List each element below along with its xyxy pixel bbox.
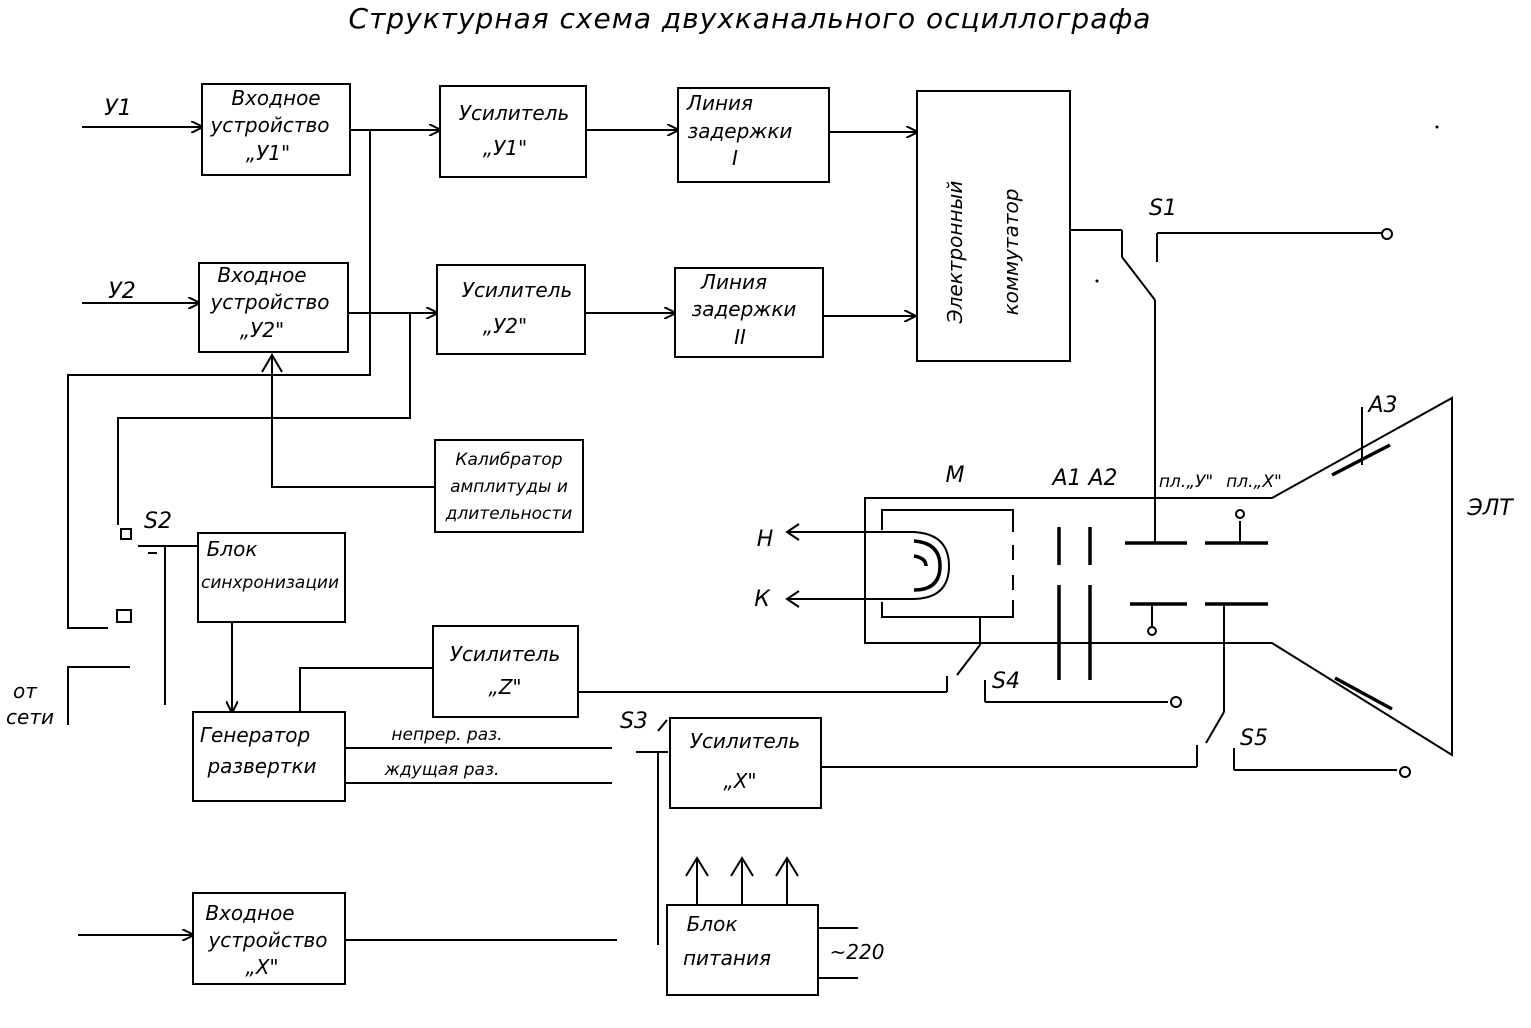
block-delay-2-line-2: задержки — [692, 297, 797, 321]
block-input-x: Входное устройство „Х" — [192, 892, 346, 985]
block-sync-line-2: синхронизации — [201, 573, 339, 593]
label-a3: А3 — [1366, 393, 1397, 418]
block-sync-line-1: Блок — [207, 537, 258, 561]
block-input-y2: Входное устройство „У2" — [198, 262, 349, 353]
block-sync: Блок синхронизации — [197, 532, 346, 623]
label-cathode-k: К — [754, 587, 771, 612]
block-input-x-line-2: устройство — [207, 928, 327, 952]
block-calibrator-line-2: амплитуды и — [450, 477, 568, 497]
block-calibrator-line-1: Калибратор — [455, 450, 562, 470]
block-input-y2-line-2: устройство — [209, 290, 329, 314]
label-plates-y: пл.„У" — [1159, 472, 1213, 492]
block-amp-z-line-2: „Z" — [488, 675, 521, 699]
label-waiting-sweep: ждущая раз. — [384, 760, 500, 780]
block-input-y1-line-1: Входное — [231, 86, 320, 110]
block-switch-line-1: Электронный — [943, 181, 967, 325]
label-a1-a2: А1 А2 — [1050, 466, 1117, 491]
block-input-y1: Входное устройство „У1" — [201, 83, 351, 176]
label-220v: ~220 — [830, 940, 885, 964]
block-delay-1-line-1: Линия — [686, 91, 753, 115]
block-delay-1-line-2: задержки — [688, 119, 793, 143]
block-sweep-line-2: развертки — [206, 754, 316, 778]
block-amp-x-line-2: „Х" — [723, 769, 756, 793]
connections — [67, 127, 1393, 979]
block-delay-2-line-1: Линия — [700, 270, 767, 294]
block-amp-y2: Усилитель „У2" — [436, 264, 586, 355]
block-power-supply: Блок питания — [666, 904, 819, 996]
block-power-line-2: питания — [683, 946, 771, 970]
label-from-mains-1: от — [13, 679, 38, 703]
stray-dot — [1435, 125, 1439, 129]
block-amp-x-line-1: Усилитель — [690, 729, 801, 753]
block-power-line-1: Блок — [687, 912, 738, 936]
diagram-labels: У1 У2 S1 S2 S3 S4 S5 А3 ЭЛТ М А1 А2 пл.„… — [6, 96, 1514, 964]
block-input-y2-line-1: Входное — [217, 263, 306, 287]
label-y1: У1 — [104, 96, 131, 121]
label-continuous-sweep: непрер. раз. — [391, 725, 502, 745]
block-input-y2-line-3: „У2" — [240, 318, 284, 342]
block-calibrator-line-3: длительности — [445, 504, 573, 524]
block-amp-y2-line-1: Усилитель — [462, 278, 573, 302]
label-s5: S5 — [1240, 726, 1268, 751]
block-input-x-line-3: „Х" — [245, 955, 278, 979]
label-s2: S2 — [144, 509, 172, 534]
block-delay-2: Линия задержки II — [674, 267, 824, 358]
block-amp-z-line-1: Усилитель — [450, 642, 561, 666]
label-from-mains-2: сети — [6, 705, 54, 729]
block-switch-line-2: коммутатор — [999, 189, 1023, 316]
block-delay-1-line-3: I — [732, 146, 738, 170]
label-s4: S4 — [992, 669, 1020, 694]
block-sweep-generator: Генератор развертки — [192, 711, 346, 802]
block-electronic-switch: Электронный коммутатор — [916, 90, 1071, 362]
label-m: М — [946, 463, 965, 488]
block-amp-y1-line-2: „У1" — [483, 136, 527, 160]
block-calibrator: Калибратор амплитуды и длительности — [434, 439, 584, 533]
block-input-y1-line-3: „У1" — [246, 141, 290, 165]
label-s1: S1 — [1149, 196, 1177, 221]
block-amp-y1-line-1: Усилитель — [459, 101, 570, 125]
label-s3: S3 — [620, 709, 648, 734]
block-amp-y1: Усилитель „У1" — [439, 85, 587, 178]
block-amp-x: Усилитель „Х" — [669, 717, 822, 809]
block-input-y1-line-2: устройство — [209, 113, 329, 137]
block-amp-y2-line-2: „У2" — [483, 314, 527, 338]
label-plates-x: пл.„Х" — [1226, 472, 1282, 492]
block-sweep-line-1: Генератор — [200, 723, 310, 747]
block-amp-z: Усилитель „Z" — [432, 625, 579, 718]
block-delay-1: Линия задержки I — [677, 87, 830, 183]
block-input-x-line-1: Входное — [205, 901, 294, 925]
label-y2: У2 — [108, 279, 135, 304]
diagram-title: Структурная схема двухканального осцилло… — [349, 2, 1152, 35]
crt-tube — [785, 396, 1453, 778]
label-heater-h: Н — [757, 527, 774, 552]
label-crt: ЭЛТ — [1466, 496, 1514, 521]
block-delay-2-line-3: II — [734, 325, 746, 349]
